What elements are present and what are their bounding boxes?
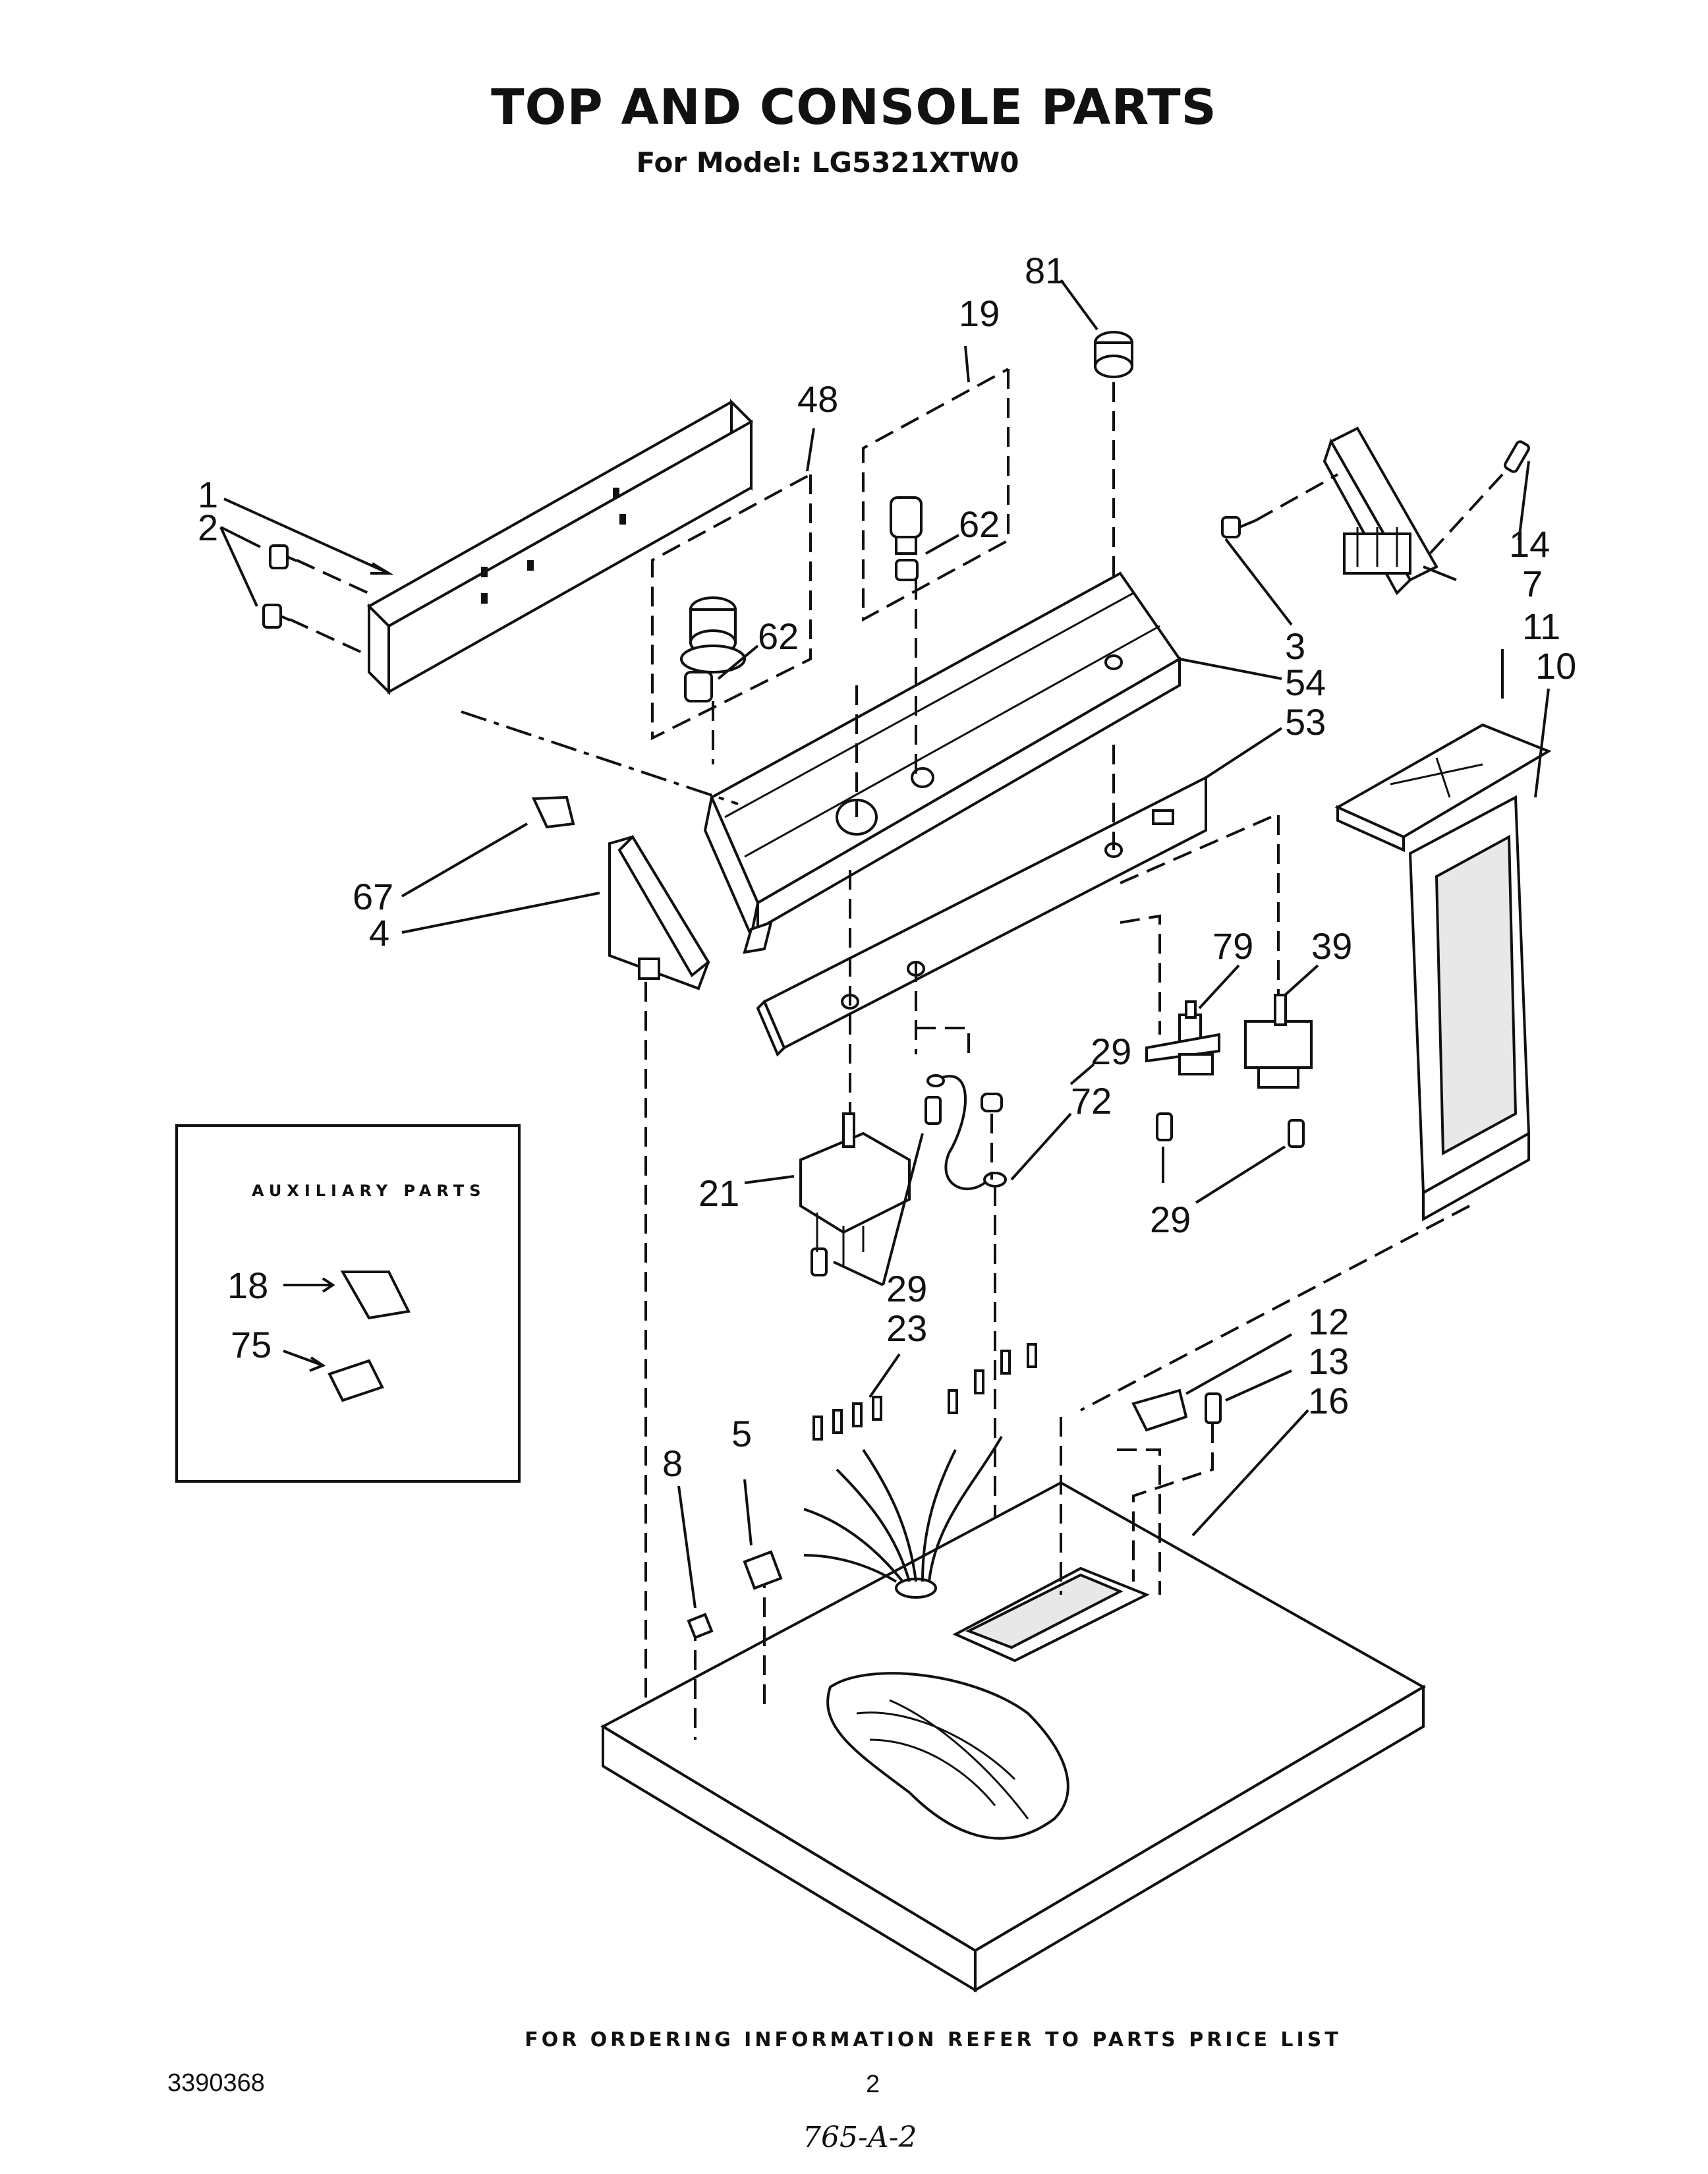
callout-19: 19 [959, 293, 1000, 334]
page-number: 2 [866, 2071, 880, 2098]
callout-67: 67 [353, 876, 393, 917]
bracket-12 [1131, 1388, 1188, 1432]
auxiliary-parts-title: AUXILIARY PARTS [252, 1182, 486, 1200]
clip-8 [687, 1613, 714, 1640]
lint-cover-11 [1334, 723, 1552, 853]
callout-14: 14 [1509, 523, 1550, 565]
callout-16: 16 [1308, 1380, 1349, 1421]
callout-53: 53 [1285, 701, 1326, 743]
callout-4: 4 [369, 912, 389, 954]
ordering-note: FOR ORDERING INFORMATION REFER TO PARTS … [525, 2028, 1342, 2051]
callout-11: 11 [1522, 606, 1560, 647]
callout-2: 2 [198, 507, 218, 548]
console-bracket-53 [756, 775, 1207, 1057]
leader-lines [219, 279, 1550, 1609]
callout-23: 23 [886, 1307, 927, 1349]
screw-13 [1132, 1392, 1222, 1582]
assembly-guides [461, 580, 1280, 1133]
wire-harness-23 [803, 1343, 1037, 1583]
screw-14 [1429, 440, 1530, 555]
end-cap-4 [608, 834, 710, 1700]
model-subtitle: For Model: LG5321XTW0 [636, 146, 1019, 179]
callout-13: 13 [1308, 1340, 1349, 1382]
callout-75: 75 [231, 1324, 271, 1365]
knob-81 [1094, 331, 1133, 580]
switch-79 [1145, 1000, 1220, 1075]
terminal-block-7 [1323, 426, 1438, 596]
callout-29a: 29 [1091, 1031, 1131, 1072]
screws-29 [811, 1093, 1305, 1276]
knob-kit-19 [862, 368, 1010, 622]
callout-29c: 29 [886, 1268, 927, 1309]
callout-18: 18 [227, 1265, 268, 1306]
auxiliary-parts-box: AUXILIARY PARTS [175, 1124, 521, 1483]
callout-3: 3 [1285, 625, 1305, 667]
screws-2 [262, 544, 376, 657]
callout-8: 8 [662, 1443, 683, 1484]
callout-81: 81 [1025, 250, 1066, 291]
clip-5 [743, 1550, 783, 1590]
callout-62a: 62 [959, 503, 1000, 545]
knob-kit-48 [651, 473, 812, 741]
switch-39 [1244, 994, 1313, 1089]
callout-39: 39 [1311, 925, 1352, 967]
callout-1: 1 [198, 474, 218, 515]
callout-48: 48 [797, 378, 838, 420]
callout-21: 21 [698, 1172, 739, 1214]
console-housing-54 [703, 571, 1181, 954]
callout-labels: 1 2 48 19 81 62 62 14 7 3 54 53 11 10 67… [198, 250, 1576, 1484]
document-number: 3390368 [167, 2069, 265, 2097]
callout-62b: 62 [758, 615, 799, 657]
callout-54: 54 [1285, 662, 1326, 703]
rear-console-panel [366, 399, 754, 695]
callout-12: 12 [1308, 1301, 1349, 1342]
lint-screen-10 [1408, 795, 1531, 1222]
callout-5: 5 [731, 1413, 752, 1454]
handwritten-note: 765-A-2 [803, 2121, 917, 2154]
dryer-top-16 [600, 1205, 1470, 1993]
callout-79: 79 [1212, 925, 1253, 967]
callout-72: 72 [1071, 1080, 1112, 1122]
callout-29b: 29 [1150, 1199, 1191, 1240]
ground-wire-72 [926, 1074, 1007, 1542]
clip-67 [531, 795, 575, 829]
timer-21 [799, 1112, 911, 1265]
callout-10: 10 [1535, 645, 1576, 687]
screw-3 [1221, 473, 1338, 538]
callout-7: 7 [1522, 563, 1543, 604]
page-title: TOP AND CONSOLE PARTS [491, 79, 1217, 136]
